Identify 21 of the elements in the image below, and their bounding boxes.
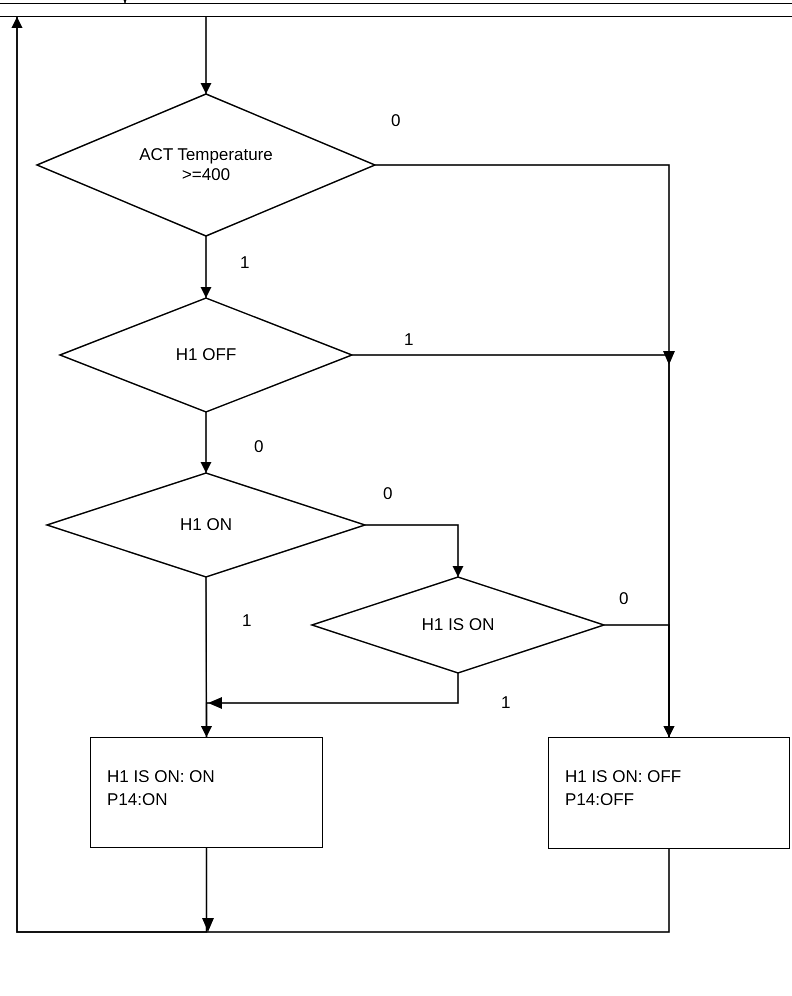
edge-label: 1 [499, 694, 512, 711]
edge-label: 1 [238, 254, 252, 271]
bus-bar [0, 3, 792, 17]
condition-text: H1 OFF [176, 345, 236, 365]
edge-label: 0 [617, 590, 630, 607]
condition-text: H1 ON [180, 515, 232, 535]
decision-diamond [312, 577, 604, 673]
edge-label: 0 [389, 112, 402, 129]
edge-label: 0 [381, 485, 394, 502]
condition-text: H1 IS ON [422, 615, 494, 635]
action-text: H1 IS ON: ON P14:ON [107, 766, 216, 811]
process-box [90, 737, 323, 848]
condition-text: ACT Temperature >=400 [138, 145, 274, 185]
edge-label: 1 [402, 331, 416, 348]
decision-diamond [60, 298, 352, 412]
edge-label: 0 [252, 438, 266, 455]
edge-label: 1 [240, 612, 254, 629]
process-box [548, 737, 790, 849]
action-text: H1 IS ON: OFF P14:OFF [565, 766, 682, 811]
decision-diamond [37, 94, 375, 236]
decision-diamond [47, 473, 365, 577]
